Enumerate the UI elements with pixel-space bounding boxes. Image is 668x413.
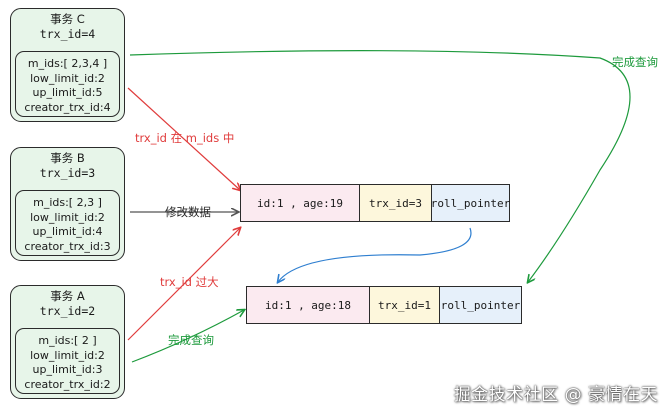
label-c-query-complete: 完成查询 <box>612 55 658 69</box>
transaction-c-read-view: m_ids:[ 2,3,4 ] low_limit_id:2 up_limit_… <box>15 51 120 117</box>
transaction-a-read-view: m_ids:[ 2 ] low_limit_id:2 up_limit_id:3… <box>15 328 120 394</box>
transaction-a-title: 事务 A <box>50 289 85 303</box>
read-view-low-limit-id: low_limit_id:2 <box>30 348 105 362</box>
a-to-record2-arrow <box>131 310 244 363</box>
read-view-creator-trx-id: creator_trx_id:4 <box>24 100 111 114</box>
transaction-b-trx-id: trx_id=3 <box>39 166 96 180</box>
transaction-b-card: 事务 B trx_id=3 m_ids:[ 2,3 ] low_limit_id… <box>10 147 125 261</box>
a-to-record1-arrow <box>127 228 240 341</box>
read-view-creator-trx-id: creator_trx_id:2 <box>24 377 111 391</box>
record-data-cell: id:1 , age:19 <box>241 185 359 221</box>
record-data-cell: id:1 , age:18 <box>247 287 369 323</box>
read-view-m-ids: m_ids:[ 2 ] <box>38 334 97 347</box>
transaction-a-card: 事务 A trx_id=2 m_ids:[ 2 ] low_limit_id:2… <box>10 285 125 399</box>
transaction-c-title: 事务 C <box>50 12 85 26</box>
label-a-query-complete: 完成查询 <box>168 333 214 347</box>
record-roll-pointer-cell: roll_pointer <box>431 185 510 221</box>
row-record-undo-version: id:1 , age:18 trx_id=1 roll_pointer <box>246 286 522 324</box>
read-view-up-limit-id: up_limit_id:5 <box>32 86 103 99</box>
label-trx-id-too-big: trx_id 过大 <box>160 275 219 289</box>
record-roll-pointer-cell: roll_pointer <box>439 287 521 323</box>
row-record-current: id:1 , age:19 trx_id=3 roll_pointer <box>240 184 510 222</box>
transaction-b-read-view: m_ids:[ 2,3 ] low_limit_id:2 up_limit_id… <box>15 190 120 256</box>
read-view-m-ids: m_ids:[ 2,3 ] <box>33 196 102 209</box>
transaction-c-card: 事务 C trx_id=4 m_ids:[ 2,3,4 ] low_limit_… <box>10 8 125 122</box>
transaction-c-trx-id: trx_id=4 <box>39 27 96 41</box>
c-to-record1-arrow <box>127 87 240 190</box>
roll-pointer-arrow <box>278 227 472 282</box>
record-trx-id-cell: trx_id=1 <box>369 287 439 323</box>
read-view-low-limit-id: low_limit_id:2 <box>30 210 105 224</box>
read-view-m-ids: m_ids:[ 2,3,4 ] <box>27 57 108 70</box>
transaction-b-title: 事务 B <box>50 151 85 165</box>
c-to-record2-arrow <box>129 50 631 282</box>
read-view-up-limit-id: up_limit_id:4 <box>32 225 103 238</box>
transaction-a-trx-id: trx_id=2 <box>39 304 96 318</box>
read-view-creator-trx-id: creator_trx_id:3 <box>24 239 111 253</box>
record-trx-id-cell: trx_id=3 <box>359 185 431 221</box>
watermark: 掘金技术社区 @ 豪情在天 <box>453 385 658 405</box>
read-view-up-limit-id: up_limit_id:3 <box>32 363 103 376</box>
read-view-low-limit-id: low_limit_id:2 <box>30 71 105 85</box>
label-modify-data: 修改数据 <box>165 205 211 219</box>
label-trx-id-in-m-ids: trx_id 在 m_ids 中 <box>135 131 235 145</box>
